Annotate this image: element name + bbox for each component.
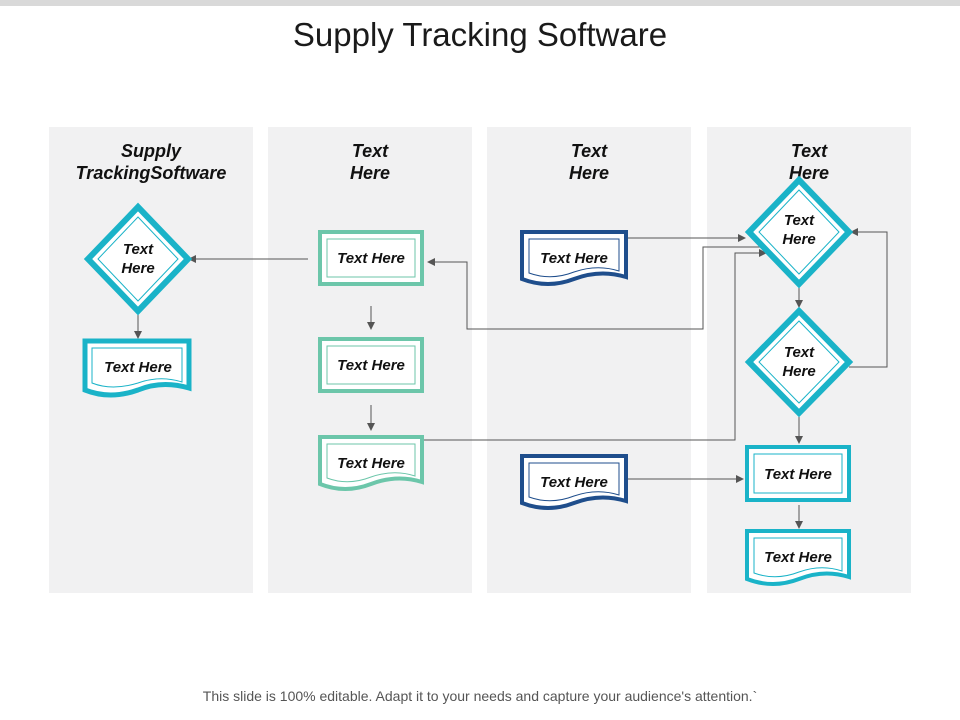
connector-l4bottom-loop-to-l4top [849, 228, 888, 368]
l2-process-mid-shape [318, 337, 424, 393]
connector-l4decision-loopback-to-l2top [427, 246, 766, 330]
l3-document-top-shape [520, 230, 628, 286]
l3-document-top-label: Text Here [540, 249, 608, 267]
l4-document-shape [745, 529, 851, 586]
l1-document-shape [82, 338, 192, 398]
l2-document-shape [318, 435, 424, 491]
l2-document-label: Text Here [337, 454, 405, 472]
l1-decision-shape [83, 202, 193, 316]
l3-document-bottom-label: Text Here [540, 473, 608, 491]
slide-title: Supply Tracking Software [292, 16, 668, 53]
l4-decision-top-label: Text Here [782, 212, 816, 248]
connector-l2doc-to-l4decision [423, 249, 767, 441]
lane-heading-3: Text Here [568, 141, 610, 183]
slide-footer-note: This slide is 100% editable. Adapt it to… [202, 688, 758, 704]
l1-document-label: Text Here [104, 358, 172, 376]
lane-heading-2: Text Here [349, 141, 391, 183]
l2-process-mid-label: Text Here [337, 356, 405, 374]
top-accent-bar [0, 0, 960, 6]
l4-process-label: Text Here [764, 465, 832, 483]
l4-decision-bottom-label: Text Here [782, 344, 816, 380]
l4-decision-bottom-shape [744, 306, 854, 418]
swimlane-3 [487, 127, 691, 593]
l4-document-label: Text Here [764, 548, 832, 566]
l1-decision-label: Text Here [121, 241, 155, 277]
l2-process-top-shape [318, 230, 424, 286]
l4-decision-top-shape [744, 175, 854, 289]
l3-document-bottom-shape [520, 454, 628, 510]
l4-process-shape [745, 445, 851, 502]
lane-heading-1: Supply TrackingSoftware [75, 141, 227, 183]
l2-process-top-label: Text Here [337, 249, 405, 267]
